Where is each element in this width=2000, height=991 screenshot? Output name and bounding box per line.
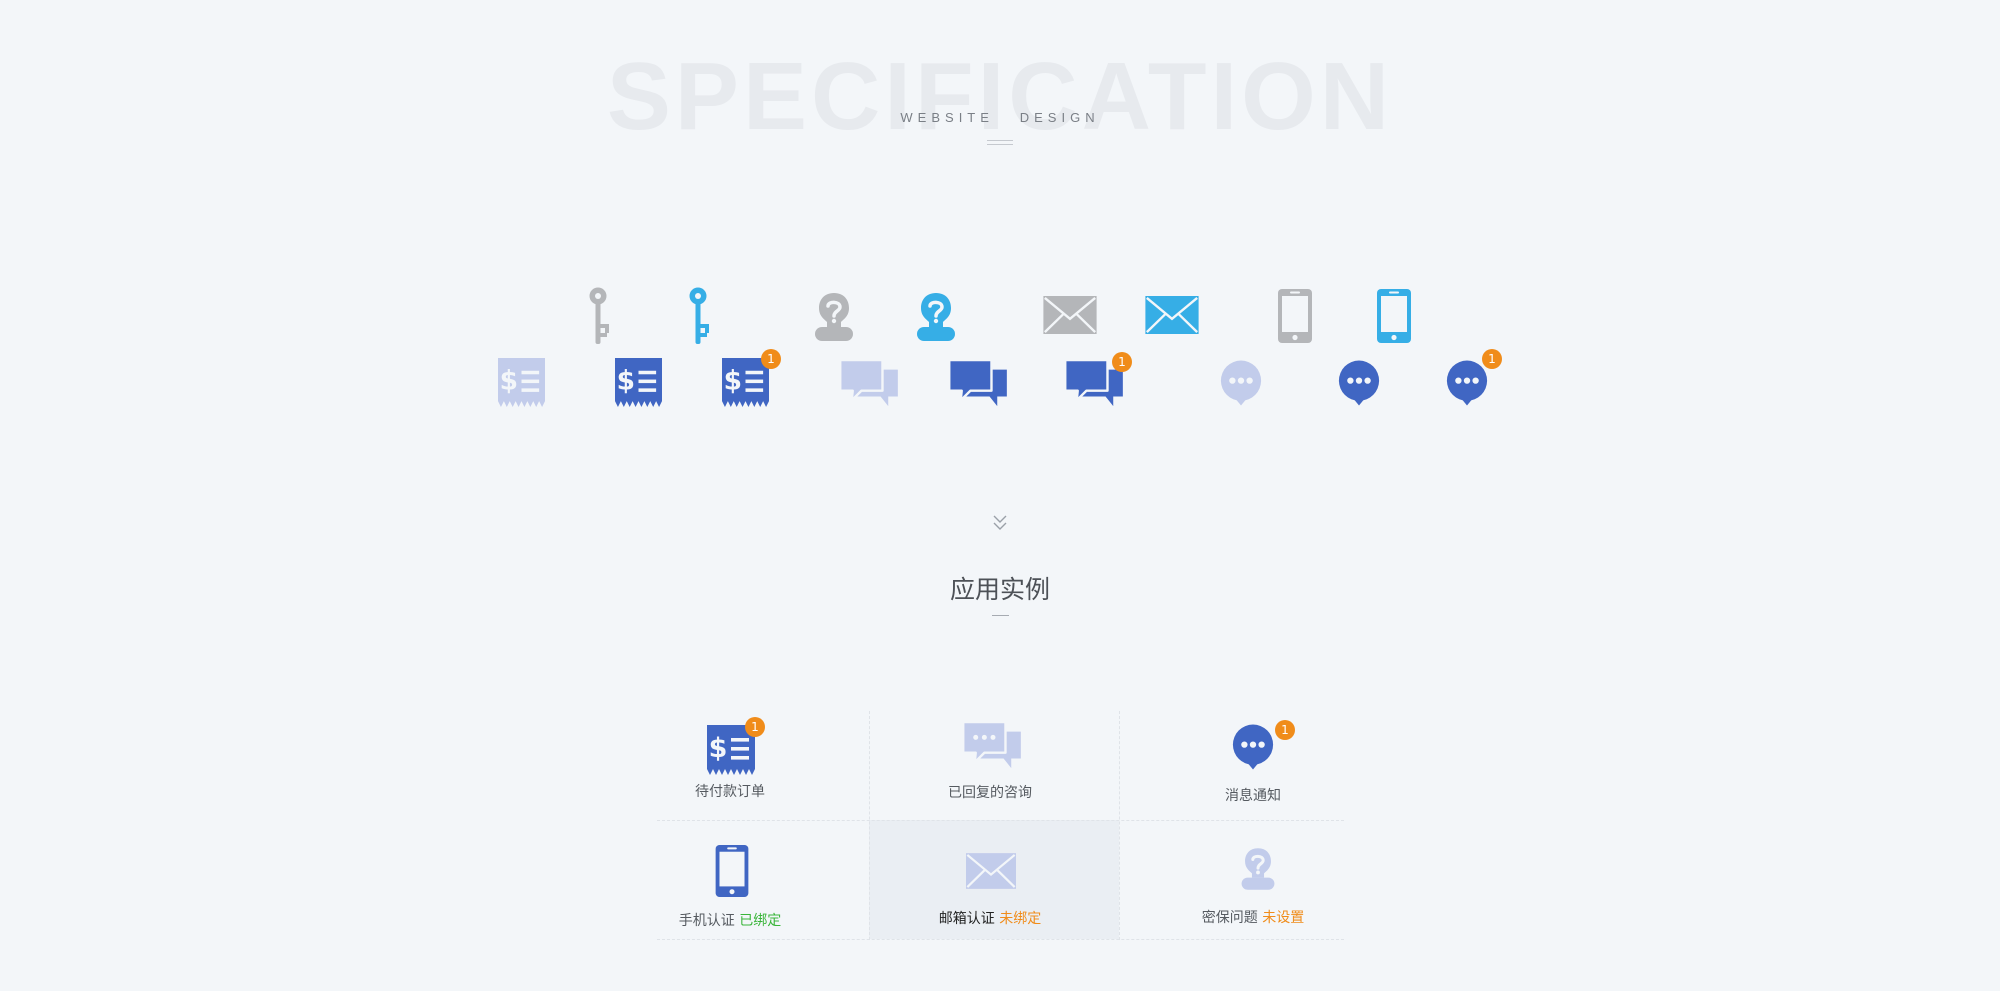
section-divider <box>992 615 1009 616</box>
key-icon-active <box>686 286 716 346</box>
security-question-row[interactable]: 密保问题 未设置 <box>1183 907 1323 927</box>
bill-icon-badged <box>722 358 769 407</box>
mail-icon[interactable] <box>966 853 1016 889</box>
phone-auth-row[interactable]: 手机认证 已绑定 <box>660 910 800 930</box>
replied-consultation-label[interactable]: 已回复的咨询 <box>948 785 1032 801</box>
chat-icon-light <box>840 360 900 408</box>
security-question-status: 未设置 <box>1262 910 1305 926</box>
grid-divider <box>657 939 1344 940</box>
notification-badge: 1 <box>1482 349 1502 369</box>
notification-badge: 1 <box>761 349 781 369</box>
key-icon <box>586 286 616 346</box>
bill-icon <box>615 358 662 407</box>
security-question-icon <box>812 291 856 343</box>
mail-icon-active <box>1145 296 1199 334</box>
phone-icon-active <box>1377 289 1411 343</box>
grid-divider <box>869 711 870 940</box>
pending-order-label[interactable]: 待付款订单 <box>695 784 765 800</box>
mail-icon <box>1043 296 1097 334</box>
message-bubble-icon[interactable] <box>1231 724 1275 771</box>
email-auth-status: 未绑定 <box>999 911 1042 927</box>
phone-auth-label: 手机认证 <box>678 913 735 929</box>
notice-label[interactable]: 消息通知 <box>1225 788 1281 804</box>
security-question-label: 密保问题 <box>1201 910 1258 926</box>
security-question-icon[interactable] <box>1239 845 1277 893</box>
page-subtitle: WEBSITE DESIGN <box>900 110 1100 125</box>
phone-icon <box>1278 289 1312 343</box>
notice-badge: 1 <box>1275 720 1295 740</box>
section-title: 应用实例 <box>949 575 1050 604</box>
subtitle-divider-2 <box>987 144 1013 145</box>
chevron-down-icon[interactable] <box>991 513 1009 533</box>
grid-divider <box>1119 711 1120 940</box>
phone-auth-status: 已绑定 <box>739 913 782 929</box>
pending-order-badge: 1 <box>745 717 765 737</box>
message-bubble-icon-badged <box>1445 360 1489 407</box>
email-auth-label: 邮箱认证 <box>938 911 995 927</box>
background-title: SPECIFICATION <box>606 43 1394 150</box>
notification-badge: 1 <box>1112 352 1132 372</box>
message-bubble-icon <box>1337 360 1381 407</box>
subtitle-divider <box>987 140 1013 141</box>
chat-icon[interactable] <box>963 722 1023 770</box>
email-auth-row[interactable]: 邮箱认证 未绑定 <box>920 908 1060 928</box>
security-question-icon-active <box>914 291 958 343</box>
message-bubble-icon-light <box>1219 360 1263 407</box>
phone-icon[interactable] <box>715 845 749 897</box>
bill-icon-light <box>498 358 545 407</box>
grid-divider <box>657 820 1344 821</box>
chat-icon <box>949 360 1009 408</box>
